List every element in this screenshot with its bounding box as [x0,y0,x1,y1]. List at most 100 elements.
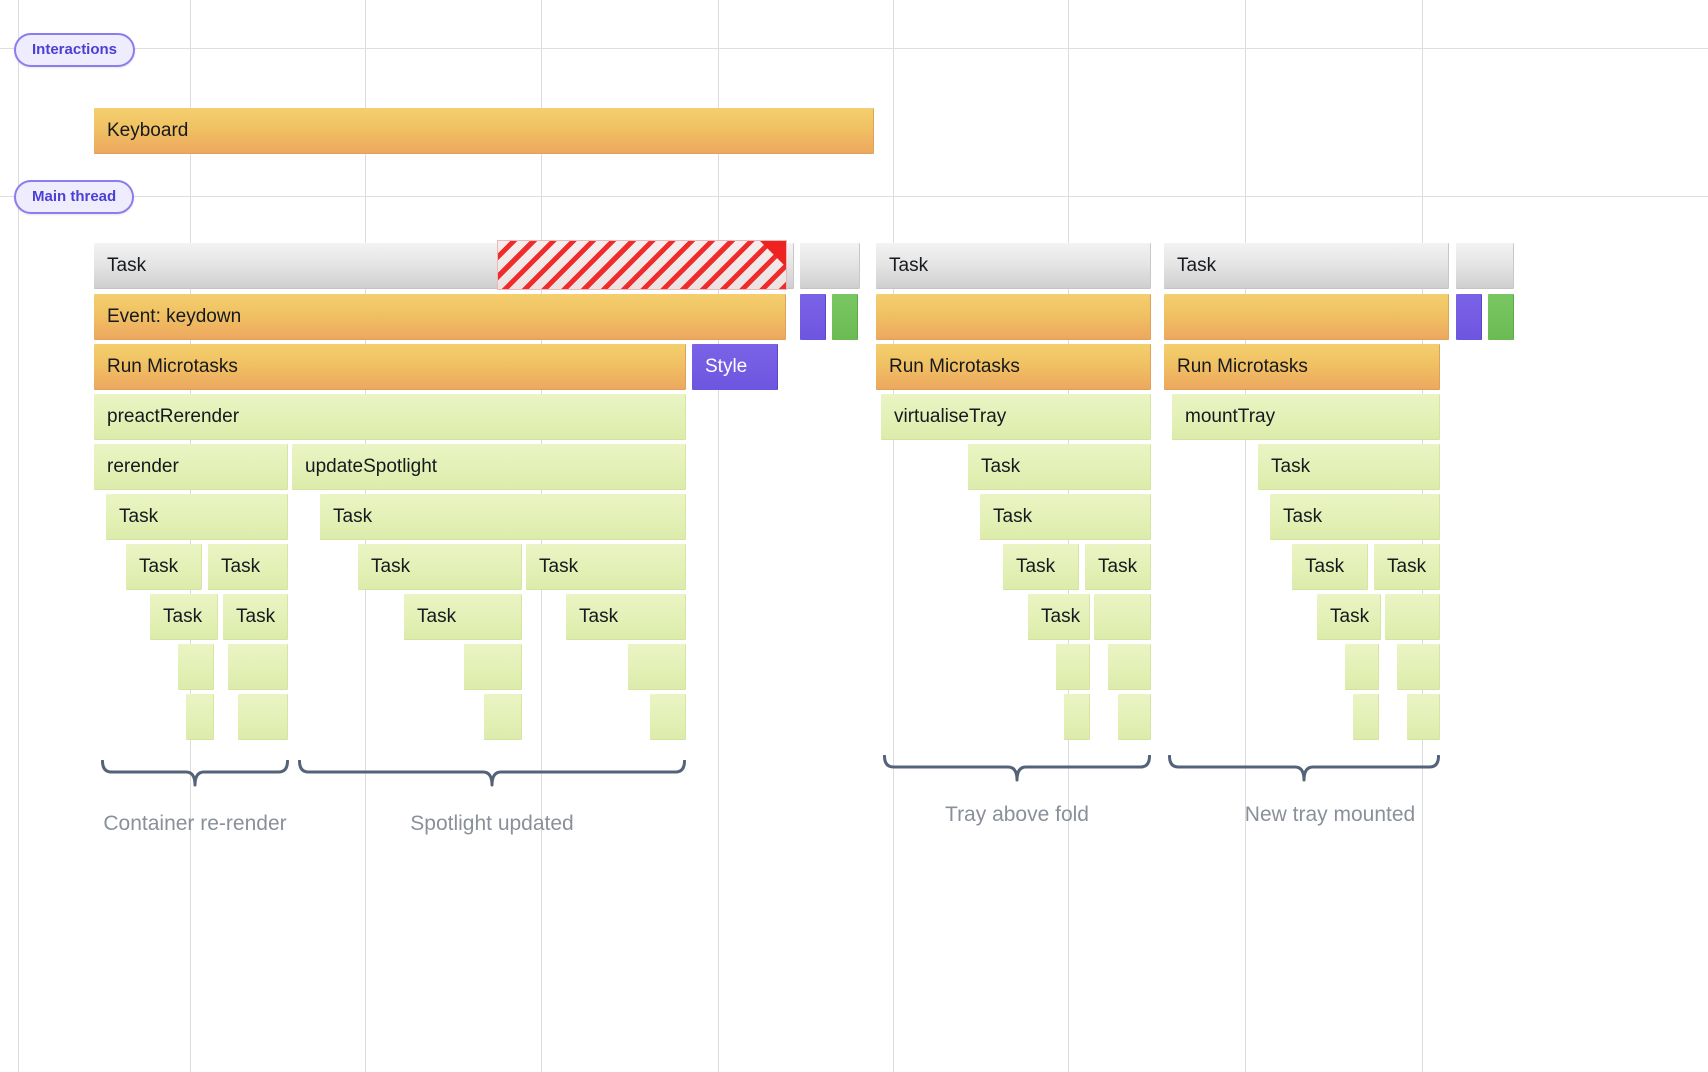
flame-entry-task[interactable]: Task [566,594,686,640]
flame-entry-task[interactable]: Task [968,444,1151,490]
flame-entry-unlabeled[interactable] [484,694,522,740]
flame-entry-unlabeled[interactable] [800,294,826,340]
flame-entry-task[interactable]: Task [320,494,686,540]
flame-entry-label: Task [1305,555,1345,577]
flame-entry-run-microtasks[interactable]: Run Microtasks [1164,344,1440,390]
flame-entry-unlabeled[interactable] [1397,644,1440,690]
flame-entry-unlabeled[interactable] [1064,694,1090,740]
flame-entry-unlabeled[interactable] [186,694,214,740]
flame-entry-mounttray[interactable]: mountTray [1172,394,1440,440]
flame-entry-unlabeled[interactable] [1385,594,1440,640]
flame-entry-label: Task [371,555,411,577]
flame-entry-label: Run Microtasks [107,355,238,377]
flame-entry-label: rerender [107,455,179,477]
flame-entry-unlabeled[interactable] [1345,644,1379,690]
flame-entry-label: Task [1177,254,1217,276]
flame-entry-updatespotlight[interactable]: updateSpotlight [292,444,686,490]
gridline-0 [18,0,19,1072]
flame-entry-unlabeled[interactable] [832,294,858,340]
flame-entry-unlabeled[interactable] [876,294,1151,340]
flame-entry-task[interactable]: Task [404,594,522,640]
flame-entry-task[interactable]: Task [1270,494,1440,540]
flame-entry-unlabeled[interactable] [1488,294,1514,340]
flame-entry-task[interactable]: Task [1164,243,1449,289]
flame-entry-label: Task [236,605,276,627]
flame-entry-label: Task [417,605,457,627]
flame-entry-label: Style [705,356,748,377]
interaction-entry-keyboard[interactable]: Keyboard [94,108,874,154]
gridline-4 [718,0,719,1072]
flame-entry-label: Run Microtasks [889,355,1020,377]
gridline-7 [1245,0,1246,1072]
track-separator-1 [0,196,1708,197]
flame-entry-label: virtualiseTray [894,405,1007,427]
flame-entry-unlabeled[interactable] [228,644,288,690]
flame-entry-run-microtasks[interactable]: Run Microtasks [94,344,686,390]
flame-entry-task[interactable]: Task [150,594,218,640]
flame-entry-unlabeled[interactable] [464,644,522,690]
flame-entry-unlabeled[interactable] [628,644,686,690]
flame-entry-task[interactable]: Task [526,544,686,590]
gridline-5 [893,0,894,1072]
flame-entry-task[interactable]: Task [980,494,1151,540]
flame-entry-virtualisetray[interactable]: virtualiseTray [881,394,1151,440]
flame-entry-label: Task [1271,455,1311,477]
flame-entry-task[interactable]: Task [1028,594,1090,640]
bracket-label-new-tray-mounted: New tray mounted [1244,803,1416,826]
flame-entry-unlabeled[interactable] [1056,644,1090,690]
flame-entry-task[interactable]: Task [1085,544,1151,590]
flame-entry-event-keydown[interactable]: Event: keydown [94,294,786,340]
flame-entry-task[interactable]: Task [1374,544,1440,590]
flame-entry-unlabeled[interactable] [1353,694,1379,740]
flame-entry-task[interactable]: Task [1003,544,1079,590]
flame-entry-task[interactable]: Task [126,544,202,590]
long-task-corner-icon [760,241,786,267]
flame-entry-unlabeled[interactable] [178,644,214,690]
flame-entry-label: Task [1016,555,1056,577]
long-task-hatch[interactable] [497,240,787,290]
flame-entry-unlabeled[interactable] [650,694,686,740]
flame-entry-unlabeled[interactable] [800,243,860,289]
flame-entry-task[interactable]: Task [208,544,288,590]
track-pill-interactions[interactable]: Interactions [14,33,136,67]
flame-entry-label: Task [993,505,1033,527]
flame-entry-task[interactable]: Task [1292,544,1368,590]
flame-entry-label: Task [539,555,579,577]
flame-entry-label: Task [889,254,929,276]
flame-entry-task[interactable]: Task [358,544,522,590]
flame-entry-unlabeled[interactable] [1108,644,1151,690]
flame-entry-unlabeled[interactable] [238,694,288,740]
track-pill-main-thread[interactable]: Main thread [14,180,135,214]
interaction-entry-label: Keyboard [107,119,189,141]
flame-entry-label: preactRerender [107,405,240,427]
track-separator-0 [0,48,1708,49]
flame-entry-unlabeled[interactable] [1118,694,1151,740]
flame-entry-preactrerender[interactable]: preactRerender [94,394,686,440]
flame-entry-run-microtasks[interactable]: Run Microtasks [876,344,1151,390]
flame-entry-task[interactable]: Task [876,243,1151,289]
flame-entry-label: Task [139,555,179,577]
flame-entry-unlabeled[interactable] [1456,243,1514,289]
flame-entry-label: Task [1098,555,1138,577]
flame-entry-task[interactable]: Task [223,594,288,640]
flame-entry-label: Task [1330,605,1370,627]
flame-entry-style[interactable]: Style [692,344,778,390]
flame-entry-label: Task [163,605,203,627]
flame-entry-label: Task [1387,555,1427,577]
flame-entry-unlabeled[interactable] [1094,594,1151,640]
bracket-spotlight-updated [298,760,686,790]
flame-entry-task[interactable]: Task [1258,444,1440,490]
flame-entry-rerender[interactable]: rerender [94,444,288,490]
flame-entry-task[interactable]: Task [106,494,288,540]
flame-entry-label: Event: keydown [107,305,242,327]
flame-entry-task[interactable]: Task [1317,594,1381,640]
bracket-new-tray-mounted [1168,755,1440,785]
flame-entry-unlabeled[interactable] [1407,694,1440,740]
bracket-label-container-re-render: Container re-render [103,812,287,835]
flame-entry-unlabeled[interactable] [1164,294,1449,340]
flame-entry-unlabeled[interactable] [1456,294,1482,340]
flame-entry-label: Task [1041,605,1081,627]
bracket-container-re-render [101,760,289,790]
flame-entry-label: Task [1283,505,1323,527]
